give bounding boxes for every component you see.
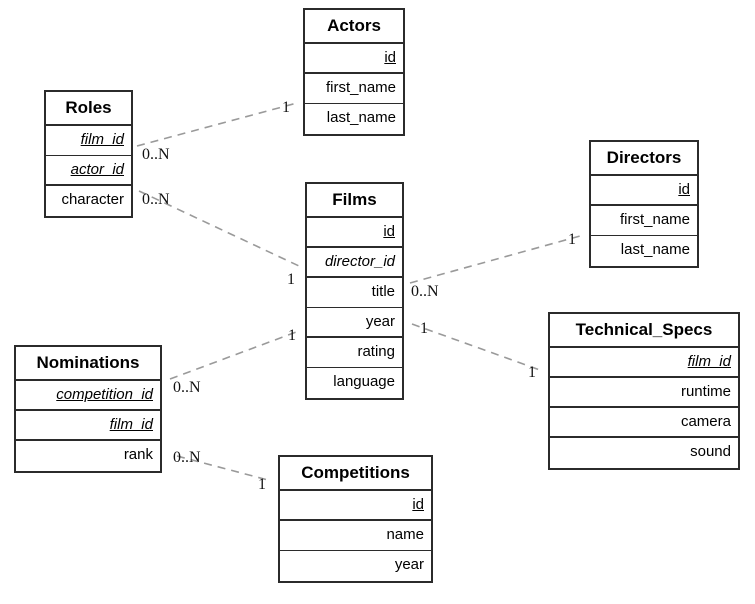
attribute-name: language [333,373,395,390]
entity-title-films: Films [307,184,402,218]
attribute-name: last_name [326,109,396,126]
attribute-row-films-year[interactable]: year [307,308,402,338]
attribute-row-films-rating[interactable]: rating [307,338,402,368]
attribute-row-nominations-rank[interactable]: rank [16,441,160,471]
attribute-name: id [678,181,690,198]
attribute-name: last_name [620,241,690,258]
entity-actors[interactable]: Actors id first_name last_name [303,8,405,136]
cardinality-to-nominations-competitions: 1 [258,476,266,493]
attribute-row-competitions-id[interactable]: id [280,491,431,521]
cardinality-to-films-directors: 1 [568,231,576,248]
attribute-name: year [365,313,395,330]
relationship-line-roles-actors [136,102,298,147]
relationship-line-nominations-films [169,330,300,380]
entity-directors[interactable]: Directors id first_name last_name [589,140,699,268]
entity-title-roles: Roles [46,92,131,126]
entity-title-technical_specs: Technical_Specs [550,314,738,348]
cardinality-to-roles-actors: 1 [282,99,290,116]
entity-title-competitions: Competitions [280,457,431,491]
attribute-name: film_id [687,353,731,370]
attribute-row-actors-first_name[interactable]: first_name [305,74,403,104]
attribute-row-roles-actor_id[interactable]: actor_id [46,156,131,186]
cardinality-from-films-directors: 0..N [411,283,439,300]
cardinality-to-nominations-films: 1 [288,327,296,344]
cardinality-to-films-technical-specs: 1 [528,364,536,381]
attribute-name: id [384,49,396,66]
attribute-name: first_name [619,211,690,228]
attribute-name: rank [123,446,153,463]
attribute-name: character [61,191,124,208]
entity-title-actors: Actors [305,10,403,44]
cardinality-from-nominations-films: 0..N [173,379,201,396]
attribute-row-films-director_id[interactable]: director_id [307,248,402,278]
attribute-name: rating [357,343,395,360]
attribute-name: director_id [324,253,395,270]
attribute-name: title [371,283,395,300]
attribute-row-roles-character[interactable]: character [46,186,131,216]
entity-competitions[interactable]: Competitions id name year [278,455,433,583]
entity-title-nominations: Nominations [16,347,160,381]
attribute-row-nominations-competition_id[interactable]: competition_id [16,381,160,411]
attribute-row-roles-film_id[interactable]: film_id [46,126,131,156]
attribute-row-films-id[interactable]: id [307,218,402,248]
relationship-line-films-directors [409,235,581,284]
attribute-row-technical_specs-camera[interactable]: camera [550,408,738,438]
attribute-name: film_id [109,416,153,433]
cardinality-from-roles-actors: 0..N [142,146,170,163]
attribute-name: year [394,556,424,573]
attribute-row-films-language[interactable]: language [307,368,402,398]
attribute-row-technical_specs-sound[interactable]: sound [550,438,738,468]
attribute-name: name [386,526,424,543]
attribute-row-nominations-film_id[interactable]: film_id [16,411,160,441]
attribute-row-competitions-name[interactable]: name [280,521,431,551]
cardinality-from-nominations-competitions: 0..N [173,449,201,466]
attribute-row-technical_specs-film_id[interactable]: film_id [550,348,738,378]
attribute-row-actors-last_name[interactable]: last_name [305,104,403,134]
attribute-name: sound [690,443,731,460]
attribute-name: competition_id [56,386,153,403]
attribute-row-directors-id[interactable]: id [591,176,697,206]
attribute-name: id [412,496,424,513]
attribute-name: film_id [80,131,124,148]
cardinality-from-roles-films: 0..N [142,191,170,208]
attribute-name: id [383,223,395,240]
entity-roles[interactable]: Roles film_id actor_id character [44,90,133,218]
attribute-name: actor_id [70,161,124,178]
attribute-name: first_name [325,79,396,96]
attribute-name: runtime [680,383,731,400]
attribute-row-directors-last_name[interactable]: last_name [591,236,697,266]
attribute-row-competitions-year[interactable]: year [280,551,431,581]
cardinality-from-films-technical-specs: 1 [420,320,428,337]
attribute-row-films-title[interactable]: title [307,278,402,308]
cardinality-to-roles-films: 1 [287,271,295,288]
relationship-line-films-technical-specs [411,323,541,371]
attribute-row-directors-first_name[interactable]: first_name [591,206,697,236]
entity-title-directors: Directors [591,142,697,176]
attribute-row-technical_specs-runtime[interactable]: runtime [550,378,738,408]
attribute-row-actors-id[interactable]: id [305,44,403,74]
attribute-name: camera [680,413,731,430]
